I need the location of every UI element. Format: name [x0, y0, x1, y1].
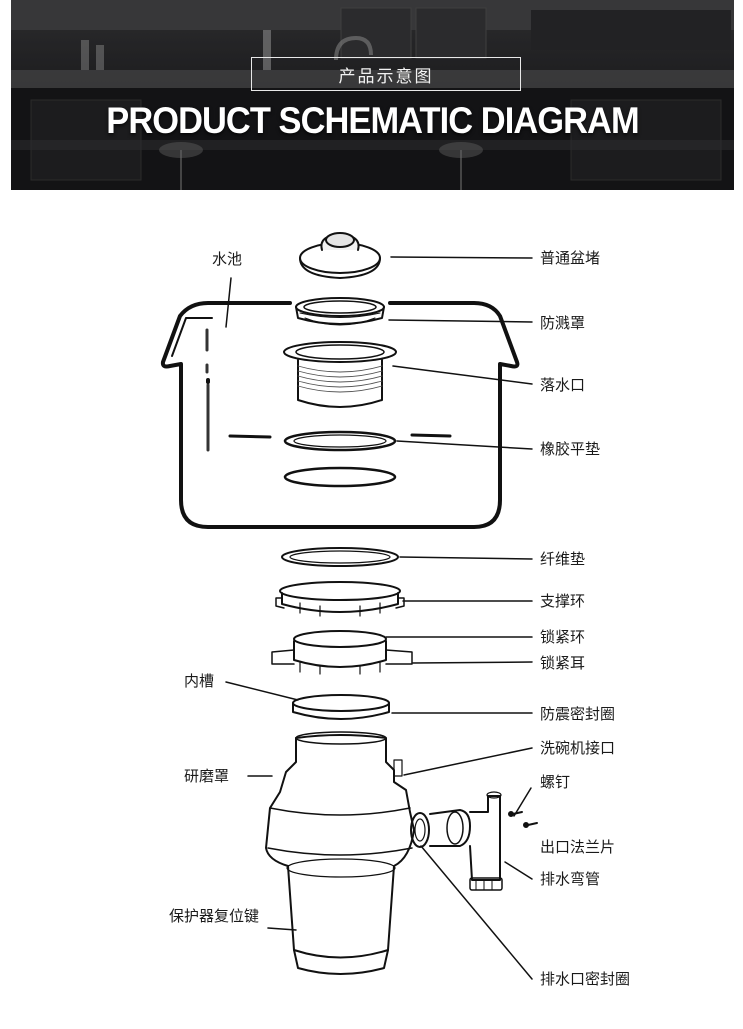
label-inner-tank: 内槽 [184, 672, 215, 690]
label-lock-ring: 锁紧环 [540, 628, 586, 646]
label-outlet-seal: 排水口密封圈 [540, 970, 631, 988]
rubber-gasket-part [283, 430, 397, 488]
stopper-part [299, 232, 381, 279]
label-outlet-flange: 出口法兰片 [540, 838, 616, 856]
label-screw: 螺钉 [540, 773, 571, 791]
sink-basin [160, 301, 520, 529]
subtitle-text: 产品示意图 [338, 66, 434, 87]
label-splash-guard: 防溅罩 [540, 314, 586, 332]
fiber-gasket-part [281, 547, 399, 567]
disposer-body [265, 731, 415, 975]
kitchen-background-image [11, 0, 734, 190]
label-grinding-cover: 研磨罩 [184, 767, 230, 785]
splash-guard-part [295, 297, 385, 326]
label-lock-ear: 锁紧耳 [540, 654, 586, 672]
label-drain-flange: 落水口 [540, 376, 586, 394]
label-dishwasher-inlet: 洗碗机接口 [540, 739, 616, 757]
subtitle-box: 产品示意图 [251, 57, 521, 91]
support-ring-part [275, 581, 405, 617]
label-stopper: 普通盆堵 [540, 249, 601, 267]
label-anti-shock-seal: 防震密封圈 [540, 705, 616, 723]
label-support-ring: 支撑环 [540, 592, 586, 610]
label-fiber-gasket: 纤维垫 [540, 550, 586, 568]
label-reset-button: 保护器复位键 [169, 907, 260, 925]
lock-ring-part [271, 630, 413, 675]
schematic-diagram [160, 232, 538, 980]
drain-flange-part [283, 341, 397, 408]
leader-lines [225, 256, 533, 980]
header-banner: 产品示意图 PRODUCT SCHEMATIC DIAGRAM [11, 0, 734, 190]
label-drain-elbow: 排水弯管 [540, 870, 601, 888]
drain-elbow-part [410, 791, 538, 891]
label-sink: 水池 [212, 250, 243, 268]
label-rubber-gasket: 橡胶平垫 [540, 440, 601, 458]
anti-shock-seal-part [292, 694, 390, 720]
page-title: PRODUCT SCHEMATIC DIAGRAM [106, 100, 639, 141]
